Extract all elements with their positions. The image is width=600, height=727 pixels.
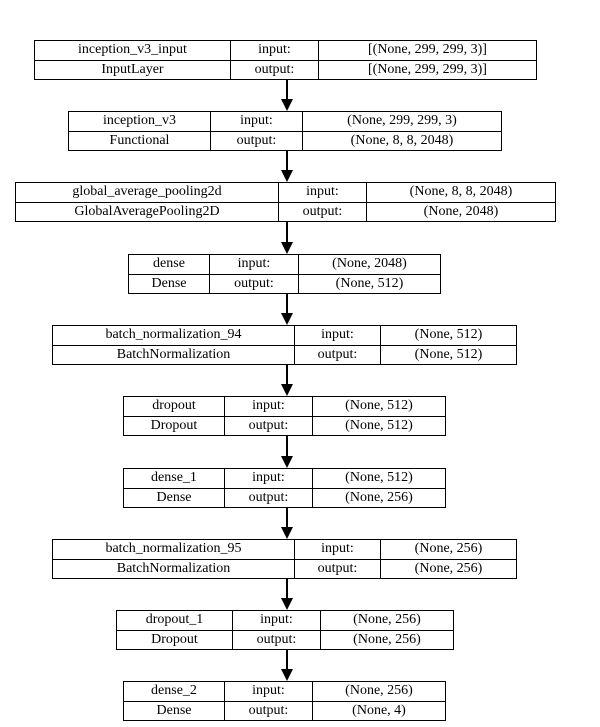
arrow-icon	[281, 579, 293, 610]
layer-type: Dropout	[123, 415, 225, 436]
output-shape: (None, 512)	[298, 273, 441, 294]
layer-box: dropout_1 input: (None, 256) Dropout out…	[116, 610, 454, 650]
input-label: input:	[278, 182, 367, 203]
arrow-icon	[281, 151, 293, 182]
layer-name: global_average_pooling2d	[15, 182, 279, 203]
output-label: output:	[224, 415, 313, 436]
input-shape: (None, 8, 8, 2048)	[366, 182, 556, 203]
arrow-icon	[281, 436, 293, 468]
layer-type: Dense	[128, 273, 210, 294]
layer-type: GlobalAveragePooling2D	[15, 201, 279, 222]
output-shape: (None, 256)	[312, 487, 446, 508]
input-label: input:	[232, 610, 321, 631]
input-shape: [(None, 299, 299, 3)]	[318, 40, 537, 61]
layer-name: dense_2	[123, 681, 225, 702]
layer-box: global_average_pooling2d input: (None, 8…	[15, 182, 556, 222]
input-label: input:	[230, 40, 319, 61]
output-label: output:	[294, 558, 381, 579]
arrow-icon	[281, 365, 293, 396]
layer-type: Dense	[123, 700, 225, 721]
output-shape: (None, 256)	[320, 629, 454, 650]
input-label: input:	[224, 468, 313, 489]
input-label: input:	[224, 681, 313, 702]
input-label: input:	[224, 396, 313, 417]
input-shape: (None, 256)	[312, 681, 446, 702]
output-label: output:	[209, 273, 299, 294]
layer-type: Dropout	[116, 629, 233, 650]
arrow-icon	[281, 650, 293, 681]
input-label: input:	[209, 254, 299, 275]
arrow-icon	[281, 80, 293, 111]
input-label: input:	[294, 539, 381, 560]
layer-box: inception_v3 input: (None, 299, 299, 3) …	[68, 111, 502, 151]
output-label: output:	[278, 201, 367, 222]
input-shape: (None, 256)	[320, 610, 454, 631]
layer-type: Functional	[68, 130, 211, 151]
layer-name: batch_normalization_95	[52, 539, 295, 560]
layer-name: batch_normalization_94	[52, 325, 295, 346]
input-shape: (None, 2048)	[298, 254, 441, 275]
output-label: output:	[232, 629, 321, 650]
input-label: input:	[210, 111, 303, 132]
layer-box: inception_v3_input input: [(None, 299, 2…	[34, 40, 537, 80]
layer-name: dense	[128, 254, 210, 275]
input-shape: (None, 512)	[380, 325, 517, 346]
output-label: output:	[224, 487, 313, 508]
output-shape: (None, 8, 8, 2048)	[302, 130, 502, 151]
arrow-icon	[281, 294, 293, 325]
layer-box: dense_1 input: (None, 512) Dense output:…	[123, 468, 446, 508]
input-shape: (None, 512)	[312, 396, 446, 417]
arrow-icon	[281, 222, 293, 254]
arrow-icon	[281, 508, 293, 539]
layer-name: dropout_1	[116, 610, 233, 631]
input-shape: (None, 256)	[380, 539, 517, 560]
output-shape: (None, 4)	[312, 700, 446, 721]
layer-type: BatchNormalization	[52, 558, 295, 579]
layer-box: batch_normalization_95 input: (None, 256…	[52, 539, 517, 579]
layer-type: InputLayer	[34, 59, 231, 80]
layer-type: BatchNormalization	[52, 344, 295, 365]
layer-type: Dense	[123, 487, 225, 508]
output-shape: [(None, 299, 299, 3)]	[318, 59, 537, 80]
layer-box: dense_2 input: (None, 256) Dense output:…	[123, 681, 446, 721]
layer-name: inception_v3	[68, 111, 211, 132]
input-shape: (None, 512)	[312, 468, 446, 489]
layer-box: dropout input: (None, 512) Dropout outpu…	[123, 396, 446, 436]
input-label: input:	[294, 325, 381, 346]
output-label: output:	[224, 700, 313, 721]
output-shape: (None, 2048)	[366, 201, 556, 222]
output-shape: (None, 256)	[380, 558, 517, 579]
layer-name: inception_v3_input	[34, 40, 231, 61]
layer-box: dense input: (None, 2048) Dense output: …	[128, 254, 441, 294]
layer-box: batch_normalization_94 input: (None, 512…	[52, 325, 517, 365]
output-label: output:	[230, 59, 319, 80]
output-label: output:	[294, 344, 381, 365]
output-shape: (None, 512)	[312, 415, 446, 436]
layer-name: dense_1	[123, 468, 225, 489]
output-label: output:	[210, 130, 303, 151]
input-shape: (None, 299, 299, 3)	[302, 111, 502, 132]
layer-name: dropout	[123, 396, 225, 417]
output-shape: (None, 512)	[380, 344, 517, 365]
